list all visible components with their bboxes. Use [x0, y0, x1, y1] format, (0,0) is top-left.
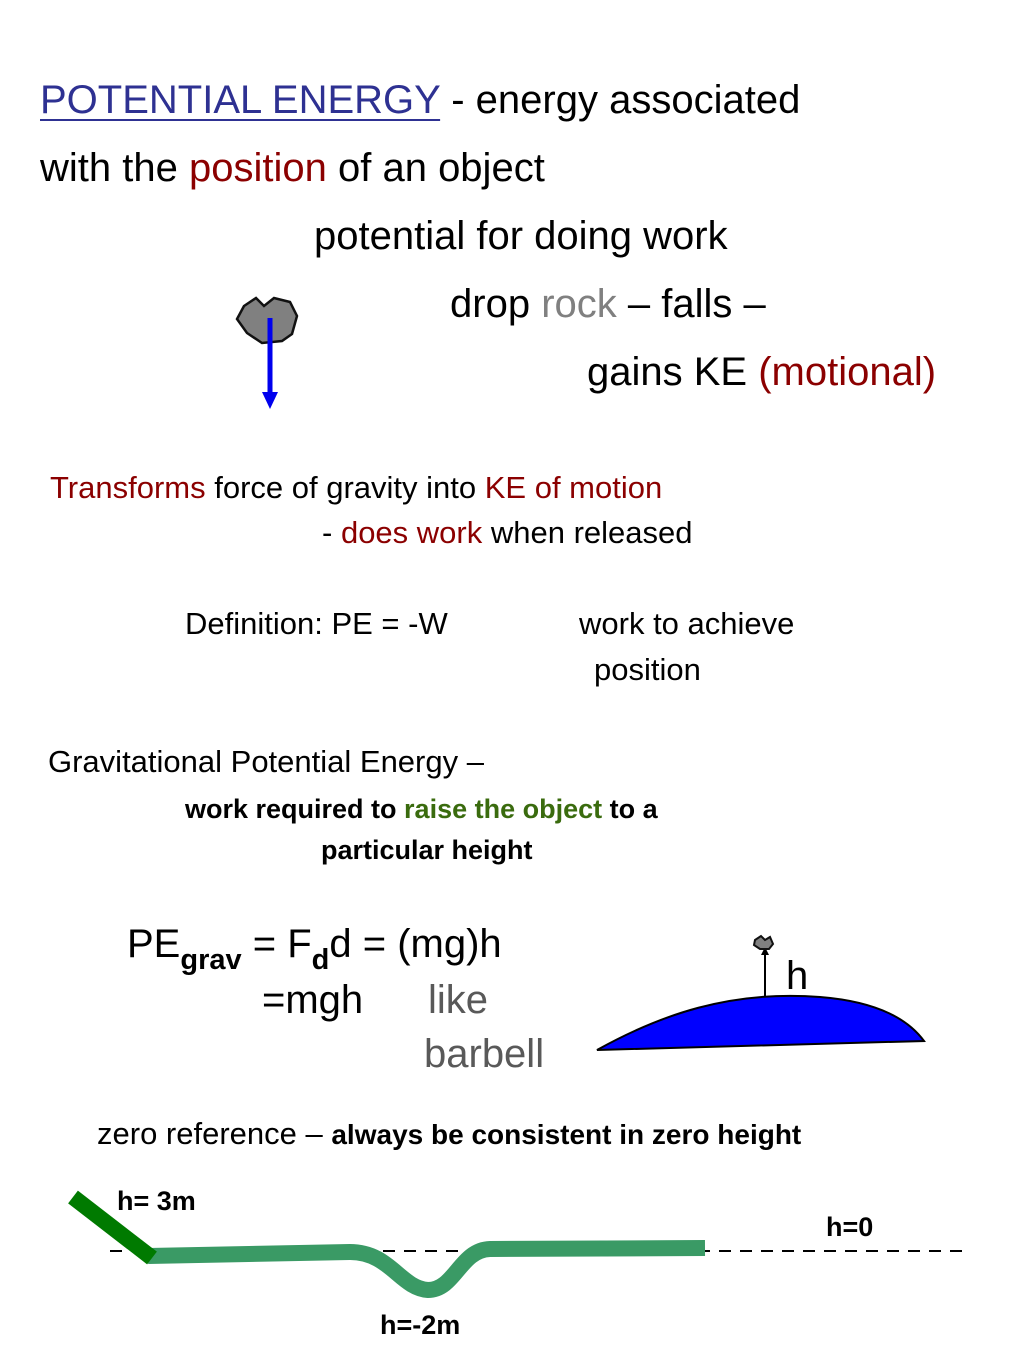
zero-reference: zero reference –: [97, 1116, 323, 1151]
transforms-mid: force of gravity into: [214, 470, 477, 505]
d-subscript: d: [311, 944, 330, 976]
when-released: when released: [490, 515, 693, 550]
down-arrow-icon: [262, 318, 278, 409]
eq-f: = F: [252, 922, 312, 966]
heading-line-1: POTENTIAL ENERGY - energy associated: [40, 78, 800, 123]
height-minus-2m: h=-2m: [380, 1310, 461, 1340]
hill-shape: [596, 994, 926, 1051]
potential-for-work: potential for doing work: [314, 214, 728, 258]
pe-symbol: PE: [127, 922, 181, 966]
motional-word: (motional): [758, 350, 937, 394]
heading-line-2: with the position of an object: [40, 146, 545, 191]
ke-of-motion: KE of motion: [484, 470, 663, 505]
zero-reference-line: zero reference – always be consistent in…: [97, 1116, 801, 1152]
definition-part-b: with the: [40, 146, 178, 190]
potential-energy-term: POTENTIAL ENERGY: [40, 78, 441, 122]
to-a: to a: [609, 794, 658, 824]
height-3m: h= 3m: [117, 1186, 196, 1216]
gravitational-title: Gravitational Potential Energy –: [48, 744, 484, 779]
work-required-line: work required to raise the object to a: [185, 794, 658, 825]
rock-word: rock: [541, 282, 617, 326]
height-0: h=0: [826, 1212, 874, 1242]
particular-height: particular height: [321, 835, 533, 865]
ramp: [68, 1190, 157, 1265]
position-word: position: [188, 146, 327, 190]
like-word: like: [428, 978, 489, 1022]
does-work-line: - does work when released: [322, 515, 693, 551]
small-rock-icon: [752, 934, 775, 950]
definition-part-a: - energy associated: [451, 78, 801, 122]
pe-grav-formula: PEgrav = Fdd = (mg)h: [127, 922, 502, 976]
dash: -: [322, 515, 333, 550]
definition-note-1: work to achieve: [579, 606, 795, 641]
definition-part-c: of an object: [337, 146, 545, 190]
definition-formula: Definition: PE = -W: [185, 606, 448, 641]
work-required: work required to: [185, 794, 397, 824]
gains-ke: gains KE: [587, 350, 748, 394]
falls-word: – falls –: [627, 282, 766, 326]
height-arrow-head: [761, 947, 769, 955]
rock-icon: [235, 296, 299, 345]
transforms-line: Transforms force of gravity into KE of m…: [50, 470, 662, 506]
ground-path: [147, 1240, 706, 1298]
gains-ke-line: gains KE (motional): [587, 350, 936, 395]
barbell-word: barbell: [424, 1032, 545, 1076]
drop-rock-line: drop rock – falls –: [450, 282, 766, 327]
grav-subscript: grav: [180, 944, 242, 976]
consistent-zero-height: always be consistent in zero height: [331, 1119, 802, 1150]
transforms-word: Transforms: [50, 470, 206, 505]
height-label-h: h: [786, 954, 809, 998]
drop-word: drop: [450, 282, 531, 326]
mgh: =mgh: [262, 978, 364, 1022]
raise-the-object: raise the object: [404, 794, 603, 824]
definition-note-2: position: [594, 652, 701, 687]
eq-rest: d = (mg)h: [329, 922, 502, 966]
does-work: does work: [340, 515, 483, 550]
